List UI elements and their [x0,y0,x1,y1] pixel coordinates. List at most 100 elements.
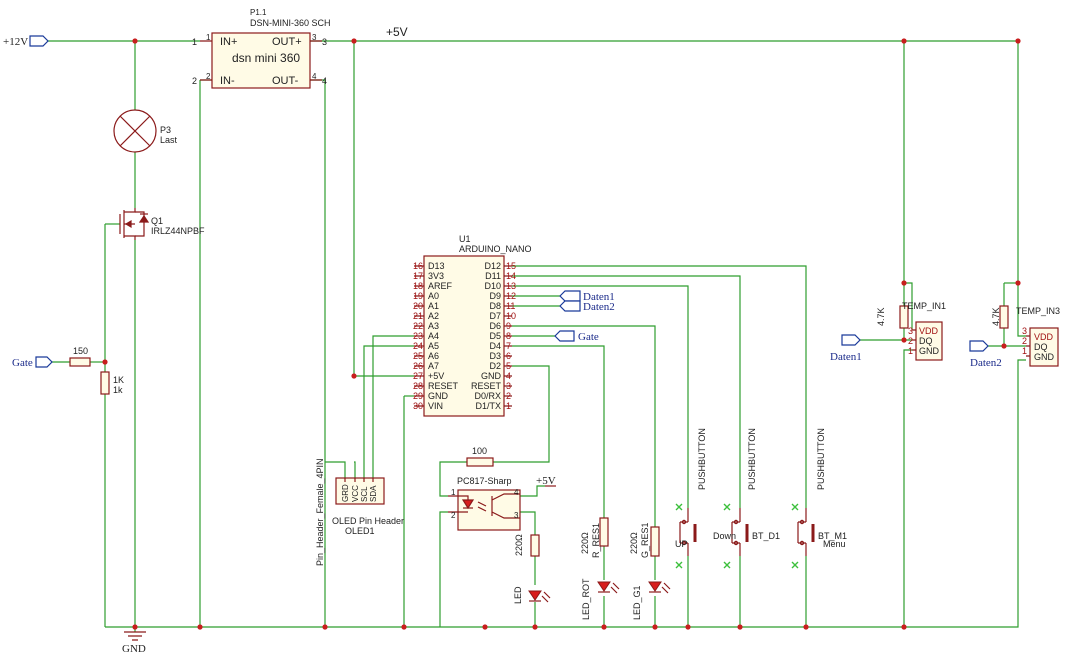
arduino-right-pin-num: 4 [506,371,511,381]
led-rot: LED_ROT [581,578,620,620]
arduino-right-pin-num: 8 [506,331,511,341]
pushbutton-up[interactable]: PUSHBUTTON UP [675,428,707,569]
led-opto: LED [513,586,551,604]
resistor-220-g-ref: G_RES1 [640,522,650,558]
opto-pin-4: 4 [514,488,519,497]
arduino-right-pin-name: D10 [484,281,501,291]
arduino-right-pin-name: D3 [489,351,501,361]
oled-ref: OLED1 [345,526,375,536]
net-port-gate[interactable]: Gate [12,356,53,369]
oled-pin-vcc: VCC [351,485,360,502]
arduino-left-pin-num: 21 [413,311,423,321]
pushbutton-down[interactable]: PUSHBUTTON Down BT_D1 [713,428,780,569]
arduino-right-pin-name: RESET [471,381,502,391]
optocoupler-value: PC817-Sharp [457,476,512,486]
junctions [102,38,1021,630]
sensor1-pullup-value: 4.7K [876,307,886,326]
arduino-left-pin-num: 17 [413,271,423,281]
sensor2-pin-dq: DQ [1034,342,1048,352]
arduino-left-pin-num: 29 [413,391,423,401]
net-port-daten2-sensor[interactable]: Daten2 [969,340,1002,369]
resistor-220-rot: 220Ω R_RES1 [580,517,609,558]
converter-body-label: dsn mini 360 [232,51,300,65]
net-port-12v[interactable]: +12V [3,35,49,48]
converter-pinnum-4: 4 [312,72,317,81]
button-up-value: PUSHBUTTON [697,428,707,490]
arduino-right-pin-num: 11 [506,301,515,311]
arduino-right-pin-name: D4 [489,341,501,351]
resistor-220-g-value: 220Ω [629,532,639,554]
arduino-left-pin-num: 27 [413,371,423,381]
net-port-daten1-arduino[interactable]: Daten1 [559,290,615,303]
mosfet-q1: Q1 IRLZ44NPBF [119,208,205,240]
converter-pinnum-2: 2 [206,72,211,81]
net-label-12v: +12V [3,36,28,48]
led-opto-ref: LED [513,586,523,604]
dcdc-converter: P1.1 DSN-MINI-360 SCH dsn mini 360 IN+ I… [192,8,331,89]
arduino-right-pin-num: 9 [506,321,511,331]
arduino-left-pin-name: AREF [428,281,453,291]
arduino-left-pin-num: 18 [413,281,423,291]
arduino-right-pin-name: D7 [489,311,501,321]
temp-sensor-2: 4.7K TEMP_IN3 VDD DQ GND 3 2 1 [991,305,1060,367]
arduino-right-pin-name: GND [481,371,502,381]
converter-outer-pin-3: 3 [322,37,327,47]
button-menu-value: PUSHBUTTON [816,428,826,490]
net-label-gate: Gate [12,357,33,369]
temp-sensor-1: 4.7K TEMP_IN1 VDD DQ GND 3 2 1 [876,301,946,361]
converter-pin-out-plus: OUT+ [272,36,302,48]
arduino-right-pin-num: 2 [506,391,511,401]
arduino-right-pin-name: D6 [489,321,501,331]
sensor1-ref: TEMP_IN1 [902,301,946,311]
arduino-left-pin-name: GND [428,391,449,401]
converter-pinnum-1: 1 [206,33,211,42]
optocoupler-pc817: PC817-Sharp 1 2 3 4 +5V [448,475,556,531]
arduino-right-pins: 15D1214D1113D1012D911D810D79D68D57D46D35… [471,261,516,411]
arduino-right-pin-name: D12 [484,261,501,271]
arduino-left-pin-name: D13 [428,261,445,271]
oled-header: GRD VCC SCL SDA OLED Pin Header OLED1 Pi… [315,458,404,566]
sensor1-pinnum-3: 3 [908,326,913,336]
sensor1-pinnum-1: 1 [908,346,913,356]
arduino-right-pin-name: D5 [489,331,501,341]
oled-value: OLED Pin Header [332,516,404,526]
arduino-right-pin-name: D2 [489,361,501,371]
resistor-220-g: 220Ω G_RES1 [629,522,660,558]
converter-pin-out-minus: OUT- [272,75,299,87]
mosfet-value: IRLZ44NPBF [151,226,205,236]
sensor2-pin-vdd: VDD [1034,332,1054,342]
button-down-ref: BT_D1 [752,531,780,541]
net-label-daten1-sensor: Daten1 [830,351,862,363]
sensor1-pin-gnd: GND [919,346,940,356]
converter-outer-pin-2: 2 [192,76,197,86]
net-label-gnd: GND [122,643,146,655]
arduino-right-pin-name: D1/TX [475,401,501,411]
lamp-value: Last [160,135,178,145]
pushbutton-menu[interactable]: PUSHBUTTON Menu BT_M1 [791,428,847,569]
oled-pin-grd: GRD [341,484,350,502]
resistor-220-rot-value: 220Ω [580,532,590,554]
net-port-daten1-sensor[interactable]: Daten1 [830,334,862,363]
arduino-right-pin-num: 7 [506,341,511,351]
arduino-right-pin-num: 6 [506,351,511,361]
oled-footprint: Pin_Header_Female_4PIN [315,458,325,566]
net-port-gate-arduino[interactable]: Gate [554,330,599,343]
arduino-left-pin-name: A7 [428,361,439,371]
resistor-1k-value-a: 1K [113,375,124,385]
arduino-left-pin-name: +5V [428,371,444,381]
net-label-5v: +5V [386,25,408,39]
net-port-daten2-arduino[interactable]: Daten2 [559,300,615,313]
arduino-left-pin-num: 20 [413,301,423,311]
led-rot-ref: LED_ROT [581,578,591,620]
resistor-220-opto: 220Ω [514,534,540,557]
resistor-150: 150 [69,346,91,367]
sensor2-pin-gnd: GND [1034,352,1055,362]
opto-pin-3: 3 [514,511,519,520]
arduino-right-pin-num: 12 [506,291,516,301]
net-label-daten2-arduino: Daten2 [583,301,615,313]
arduino-right-pin-num: 3 [506,381,511,391]
button-menu-label: Menu [823,539,846,549]
sensor1-pin-vdd: VDD [919,326,939,336]
